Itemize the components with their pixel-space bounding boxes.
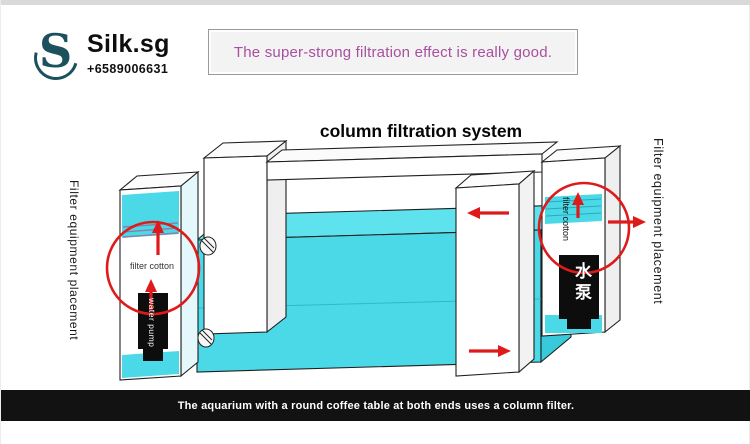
right-filter-cotton-label: filter cotton	[561, 197, 571, 242]
aquarium-diagram	[105, 139, 646, 381]
logo-text: Silk.sg +6589006631	[87, 30, 170, 76]
valve-symbols	[197, 236, 217, 348]
right-filter-highlight-circle	[537, 181, 631, 275]
logo-letter: S	[39, 24, 73, 78]
footer-caption-bar: The aquarium with a round coffee table a…	[1, 390, 750, 421]
left-filter-highlight-circle	[105, 220, 201, 316]
brand-phone: +6589006631	[87, 62, 169, 76]
footer-caption: The aquarium with a round coffee table a…	[177, 399, 575, 412]
tagline-text: The super-strong filtration effect is re…	[233, 43, 553, 61]
logo-swoosh-icon	[25, 27, 87, 89]
top-rail	[265, 141, 559, 181]
left-water-pump	[138, 293, 168, 349]
right-side-label: Filter equipment placement	[651, 138, 665, 305]
left-side-label: Filter equipment placement	[67, 180, 81, 341]
left-water-pump-label: water pump	[147, 298, 157, 348]
right-water-pump	[559, 255, 599, 319]
flow-arrows	[145, 192, 646, 357]
right-water-pump-label: 水泵	[572, 262, 591, 304]
diagram-title: column filtration system	[319, 121, 523, 141]
highlight-circles	[105, 181, 631, 316]
brand-logo: S Silk.sg +6589006631	[25, 24, 170, 89]
left-filter-column	[118, 170, 200, 381]
right-front-column	[454, 169, 536, 377]
logo-mark: S	[25, 24, 87, 89]
left-filter-cotton-label: filter cotton	[129, 261, 175, 271]
back-left-column	[202, 139, 288, 335]
brand-name: Silk.sg	[87, 30, 170, 58]
right-end-column	[540, 144, 622, 337]
page-top-edge	[1, 0, 750, 5]
tagline-banner: The super-strong filtration effect is re…	[208, 29, 578, 75]
